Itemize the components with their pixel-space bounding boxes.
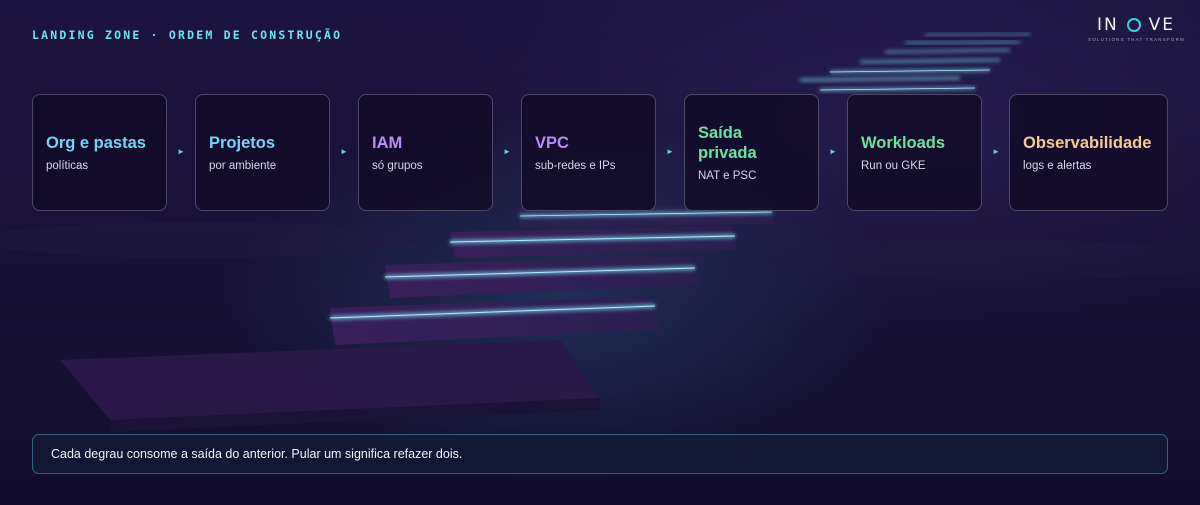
step-title: Workloads bbox=[861, 133, 946, 152]
step-card-saida-privada: Saída privada NAT e PSC bbox=[684, 94, 819, 211]
triangle-right-icon: ► bbox=[666, 147, 674, 156]
step-title: VPC bbox=[535, 133, 569, 152]
logo-ring-icon bbox=[1126, 18, 1141, 32]
step-subtitle: por ambiente bbox=[209, 159, 277, 172]
step-title: Observabilidade bbox=[1023, 133, 1152, 152]
logo-text-end: VE bbox=[1148, 15, 1176, 35]
step-subtitle: logs e alertas bbox=[1023, 159, 1092, 172]
step-card-org-e-pastas: Org e pastas políticas bbox=[32, 94, 167, 211]
step-subtitle: NAT e PSC bbox=[698, 169, 757, 182]
step-title: Saída privada bbox=[698, 123, 757, 162]
footer-note-text: Cada degrau consome a saída do anterior.… bbox=[51, 447, 463, 461]
triangle-right-icon: ► bbox=[503, 147, 511, 156]
step-card-iam: IAM só grupos bbox=[358, 94, 493, 211]
step-title: Org e pastas bbox=[46, 133, 146, 152]
step-card-observabilidade: Observabilidade logs e alertas bbox=[1009, 94, 1168, 211]
triangle-right-icon: ► bbox=[992, 147, 1000, 156]
company-logo: IN VE SOLUTIONS THAT TRANSFORM bbox=[1088, 16, 1184, 46]
step-card-vpc: VPC sub-redes e IPs bbox=[521, 94, 656, 211]
step-card-workloads: Workloads Run ou GKE bbox=[847, 94, 982, 211]
step-title: Projetos bbox=[209, 133, 276, 152]
logo-text-start: IN bbox=[1096, 15, 1119, 35]
triangle-right-icon: ► bbox=[340, 147, 348, 156]
step-title: IAM bbox=[372, 133, 403, 152]
build-order-steps: Org e pastas políticas ► Projetos por am… bbox=[32, 94, 1168, 213]
footer-note: Cada degrau consome a saída do anterior.… bbox=[32, 434, 1168, 474]
step-card-projetos: Projetos por ambiente bbox=[195, 94, 330, 211]
triangle-right-icon: ► bbox=[177, 147, 185, 156]
logo-tagline: SOLUTIONS THAT TRANSFORM bbox=[1088, 37, 1185, 42]
step-subtitle: Run ou GKE bbox=[861, 159, 926, 172]
step-subtitle: sub-redes e IPs bbox=[535, 159, 616, 172]
triangle-right-icon: ► bbox=[829, 147, 837, 156]
step-subtitle: só grupos bbox=[372, 159, 423, 172]
step-subtitle: políticas bbox=[46, 159, 89, 172]
section-title: LANDING ZONE · ORDEM DE CONSTRUÇÃO bbox=[32, 28, 343, 42]
